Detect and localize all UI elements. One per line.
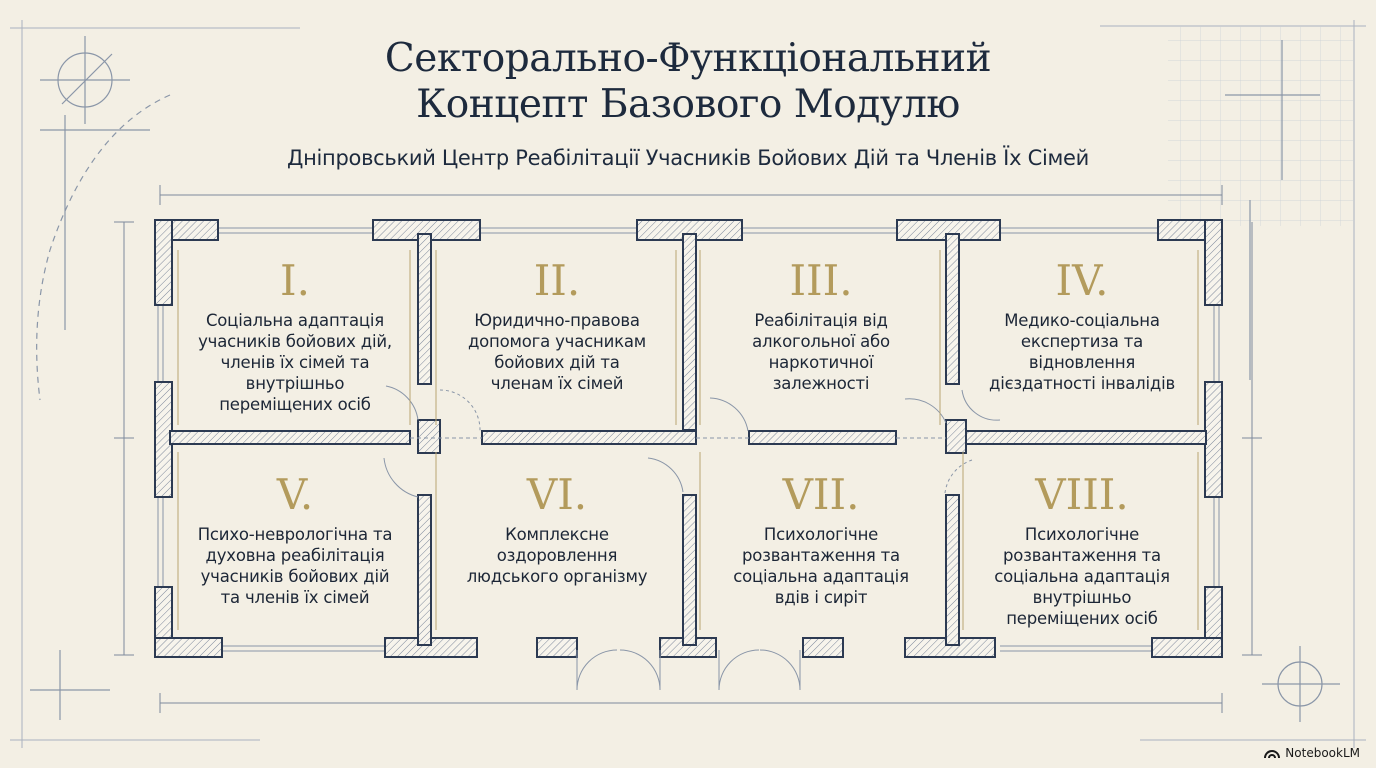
compass-symbol	[36, 36, 171, 401]
dimension-lines	[114, 185, 1262, 713]
room-line: допомога учасникам	[467, 332, 647, 351]
room-line: Соціальна адаптація	[205, 311, 385, 330]
room-6: VI. Комплексне оздоровлення людського ор…	[431, 472, 683, 587]
room-4: IV. Медико-соціальна експертиза та відно…	[959, 258, 1205, 394]
grid-panel	[1168, 26, 1354, 226]
room-line: дієздатності інвалідів	[988, 374, 1175, 393]
page-subtitle: Дніпровський Центр Реабілітації Учасникі…	[286, 146, 1089, 170]
inner-dimension-ticks	[177, 250, 1199, 630]
room-line: Комплексне	[505, 525, 609, 544]
room-line: членам їх сімей	[490, 374, 624, 393]
room-line: людського організму	[466, 567, 648, 586]
room-line: внутрішньо	[1032, 588, 1132, 607]
room-numeral: III.	[789, 256, 853, 305]
room-numeral: IV.	[1055, 256, 1109, 305]
room-7: VII. Психологічне розвантаження та соціа…	[696, 472, 946, 608]
room-line: учасників бойових дій	[200, 567, 390, 586]
room-5: V. Психо-неврологічна та духовна реабілі…	[172, 472, 418, 608]
room-line: учасників бойових дій,	[198, 332, 392, 351]
room-line: соціальна адаптація	[994, 567, 1170, 586]
room-line: Юридично-правова	[474, 311, 640, 330]
room-line: оздоровлення	[496, 546, 618, 565]
room-line: духовна реабілітація	[205, 546, 385, 565]
room-line: соціальна адаптація	[733, 567, 909, 586]
room-description: Юридично-правова допомога учасникам бойо…	[468, 310, 646, 394]
room-line: бойових дій та	[494, 353, 620, 372]
room-2: II. Юридично-правова допомога учасникам …	[431, 258, 683, 394]
title-line-2: Концепт Базового Модулю	[416, 82, 960, 127]
room-description: Психологічне розвантаження та соціальна …	[733, 524, 909, 608]
room-line: членів їх сімей та	[220, 353, 370, 372]
room-3: III. Реабілітація від алкогольної або на…	[696, 258, 946, 394]
room-line: внутрішньо	[245, 374, 345, 393]
room-line: Психо-неврологічна та	[197, 525, 393, 544]
room-line: вдів і сиріт	[774, 588, 868, 607]
room-line: алкогольної або	[752, 332, 890, 351]
room-line: переміщених осіб	[1006, 609, 1158, 628]
room-numeral: II.	[533, 256, 581, 305]
room-numeral: VI.	[526, 470, 588, 519]
room-1: I. Соціальна адаптація учасників бойових…	[172, 258, 418, 415]
room-description: Комплексне оздоровлення людського органі…	[467, 524, 648, 587]
room-description: Психо-неврологічна та духовна реабілітац…	[198, 524, 393, 608]
room-numeral: VII.	[782, 470, 860, 519]
room-line: розвантаження та	[1003, 546, 1161, 565]
room-numeral: VIII.	[1035, 470, 1129, 519]
room-line: експертиза та	[1020, 332, 1144, 351]
room-description: Соціальна адаптація учасників бойових ді…	[198, 310, 392, 415]
notebooklm-logo-icon	[1264, 750, 1281, 759]
page-title: Секторально-Функціональний Концепт Базов…	[188, 36, 1188, 128]
room-numeral: V.	[276, 470, 314, 519]
room-line: Реабілітація від	[754, 311, 888, 330]
room-line: розвантаження та	[742, 546, 900, 565]
title-line-1: Секторально-Функціональний	[384, 36, 992, 81]
room-line: переміщених осіб	[219, 395, 371, 414]
room-description: Психологічне розвантаження та соціальна …	[994, 524, 1170, 629]
notebooklm-logo: NotebookLM	[1264, 746, 1360, 760]
brand-name: NotebookLM	[1285, 746, 1360, 760]
room-line: Медико-соціальна	[1004, 311, 1160, 330]
room-numeral: I.	[280, 256, 310, 305]
room-line: відновлення	[1028, 353, 1136, 372]
window-lines	[157, 227, 1220, 652]
room-line: залежності	[772, 374, 870, 393]
room-description: Медико-соціальна експертиза та відновлен…	[989, 310, 1175, 394]
walls	[154, 219, 1223, 658]
room-line: Психологічне	[763, 525, 879, 544]
room-description: Реабілітація від алкогольної або наркоти…	[752, 310, 890, 394]
room-line: наркотичної	[768, 353, 874, 372]
room-8: VIII. Психологічне розвантаження та соці…	[959, 472, 1205, 629]
room-line: та членів їх сімей	[220, 588, 370, 607]
door-arcs	[383, 385, 1001, 691]
room-line: Психологічне	[1024, 525, 1140, 544]
target-symbol	[30, 40, 1340, 722]
